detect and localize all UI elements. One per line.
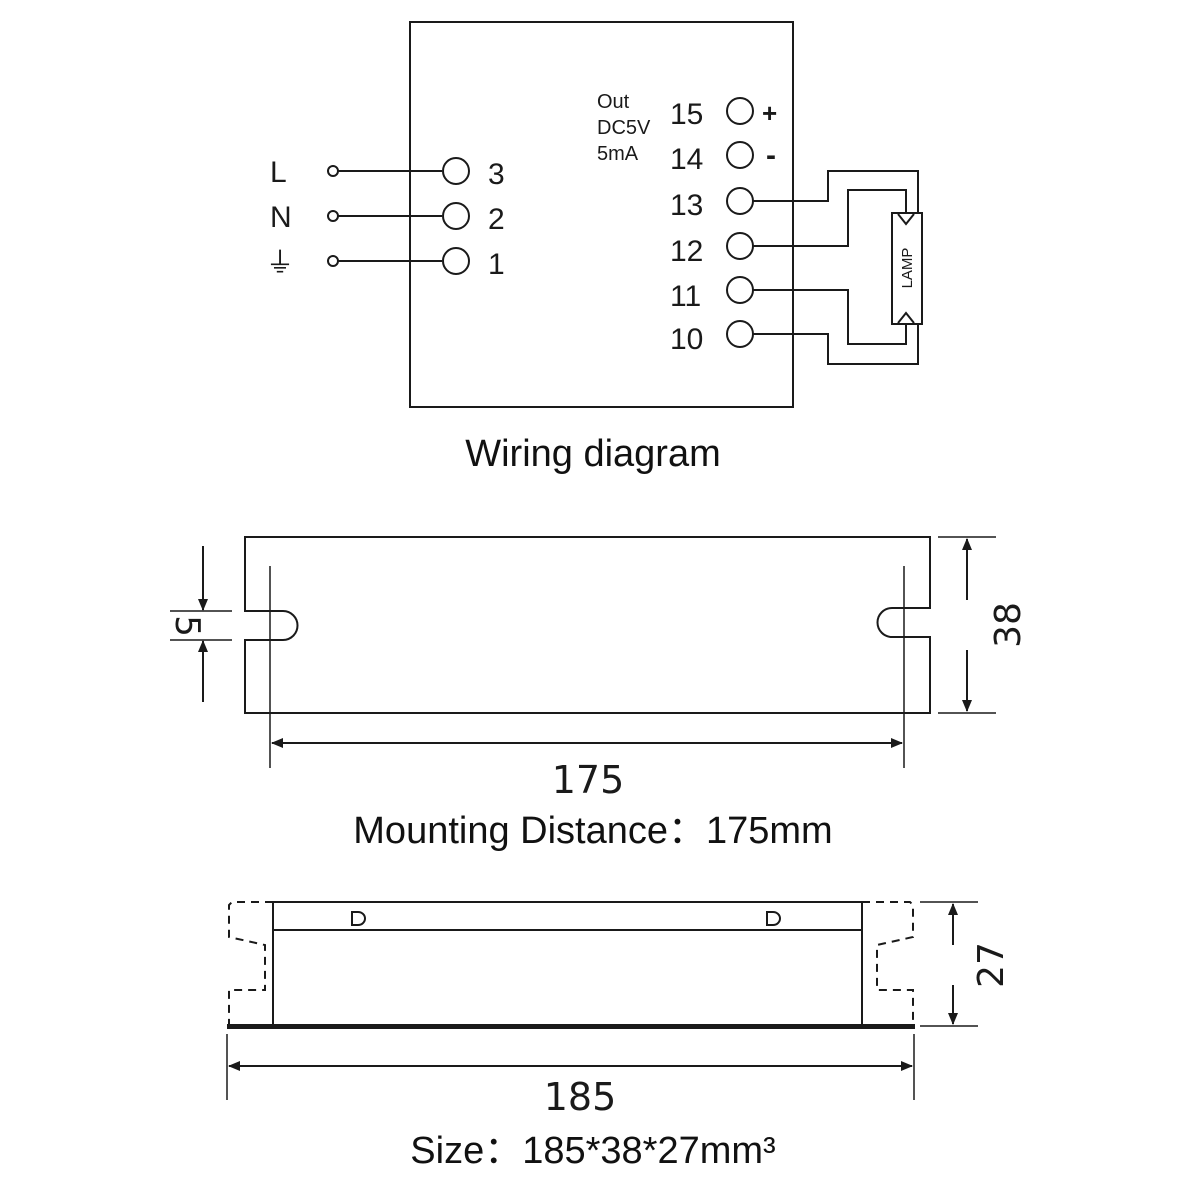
terminal-2: [442, 202, 470, 230]
terminal-1: [442, 247, 470, 275]
distance-dimension: 175: [271, 738, 903, 802]
distance-dimension-label: 175: [552, 758, 625, 802]
clip-icon: [766, 911, 781, 926]
base-plate: [227, 1024, 915, 1029]
terminal-label-12: 12: [670, 235, 703, 268]
height-dimension: 38: [938, 536, 1029, 714]
terminal-label-10: 10: [670, 323, 703, 356]
clip-icon: [351, 911, 366, 926]
earth-icon: ⏚: [266, 247, 294, 278]
input-label-L: L: [270, 156, 287, 189]
slot-dimension-label: 5: [167, 615, 207, 637]
terminal-label-3: 3: [488, 158, 505, 191]
input-label-N: N: [270, 201, 292, 234]
output-note-line: DC5V: [597, 117, 651, 139]
wiring-diagram-caption: Wiring diagram: [465, 433, 721, 475]
input-row-earth: ⏚ 1: [266, 247, 505, 281]
terminal-label-11: 11: [670, 280, 701, 313]
housing-side-body: [272, 901, 863, 1027]
output-note: Out DC5V 5mA: [597, 91, 651, 165]
input-lead-dot: [327, 210, 339, 222]
terminal-12: [726, 232, 754, 260]
size-caption: Size：185*38*27mm³: [410, 1130, 775, 1172]
lamp-wiring: [753, 170, 919, 365]
output-note-line: 5mA: [597, 143, 639, 165]
terminal-label-13: 13: [670, 189, 703, 222]
terminal-13: [726, 187, 754, 215]
mounting-distance-caption: Mounting Distance：175mm: [353, 810, 832, 852]
terminal-label-15: 15: [670, 98, 703, 131]
output-note-line: Out: [597, 91, 630, 113]
mounting-ear-right: [862, 901, 914, 1026]
lamp: LAMP: [891, 212, 923, 325]
lamp-tube: [891, 212, 923, 325]
length-dimension: 185: [226, 1034, 915, 1119]
terminal-3: [442, 157, 470, 185]
housing-top-outline: [244, 536, 931, 714]
side-height-dimension: 27: [920, 901, 1012, 1027]
mounting-view: 5 38 175 Mounting Distance：175mm: [167, 536, 1029, 852]
slot-dimension: 5: [167, 546, 232, 702]
input-lead-dot: [327, 255, 339, 267]
terminal-label-2: 2: [488, 203, 505, 236]
input-row-N: N 2: [270, 201, 505, 236]
input-row-L: L 3: [270, 156, 505, 191]
side-height-dimension-label: 27: [971, 942, 1012, 988]
minus-sign: -: [766, 139, 776, 172]
side-view: 27 185 Size：185*38*27mm³: [226, 901, 1012, 1172]
terminal-10: [726, 320, 754, 348]
terminal-11: [726, 276, 754, 304]
input-lead-dot: [327, 165, 339, 177]
plus-sign: +: [762, 98, 777, 128]
driver-box: [409, 21, 794, 408]
terminal-label-1: 1: [488, 248, 505, 281]
wiring-diagram: L 3 N 2 ⏚ 1 Out DC5V 5mA: [266, 21, 923, 475]
lamp-label: LAMP: [899, 248, 916, 289]
length-dimension-label: 185: [544, 1075, 617, 1119]
mounting-ear-left: [228, 901, 273, 1026]
height-dimension-label: 38: [988, 602, 1029, 648]
terminal-label-14: 14: [670, 143, 703, 176]
terminal-15: [726, 97, 754, 125]
output-terminals: 15 + 14 - 13 12 11 10: [670, 97, 777, 356]
terminal-14: [726, 141, 754, 169]
